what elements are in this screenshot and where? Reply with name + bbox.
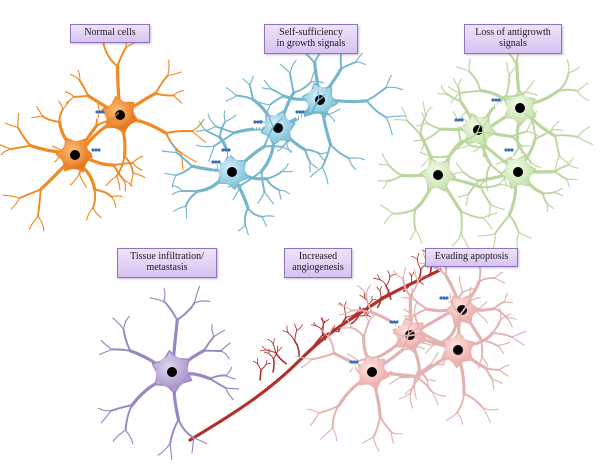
metastatic-cell-nucleus bbox=[167, 367, 177, 377]
apoptosis-cell-4-nucleus bbox=[367, 367, 377, 377]
label-loss-of-antigrowth: Loss of antigrowth signals bbox=[464, 24, 562, 54]
normal-cell-2 bbox=[0, 100, 144, 232]
normal-receptor-1 bbox=[91, 148, 101, 157]
growth-cell-3 bbox=[161, 110, 293, 236]
antigrowth-cell-3 bbox=[376, 101, 513, 249]
apoptosis-receptor-3 bbox=[349, 360, 359, 369]
apoptosis-cell-3 bbox=[388, 286, 527, 425]
apoptosis-cell-4 bbox=[295, 310, 447, 452]
growth-receptor-1 bbox=[295, 110, 305, 119]
growth-receptor-4 bbox=[221, 148, 231, 157]
normal-cell-1 bbox=[51, 25, 207, 191]
growth-cell-1 bbox=[258, 35, 406, 185]
growth-cell-3-nucleus bbox=[227, 167, 237, 177]
label-evading-apoptosis: Evading apoptosis bbox=[425, 248, 518, 267]
label-increased-angiogenesis: Increased angiogenesis bbox=[284, 248, 352, 278]
antigrowth-cell-4-nucleus bbox=[513, 167, 523, 177]
normal-cell-2-nucleus bbox=[70, 150, 80, 160]
normal-receptor-2 bbox=[95, 110, 105, 119]
antigrowth-receptor-1 bbox=[491, 98, 501, 107]
antigrowth-cell-3-nucleus bbox=[433, 170, 443, 180]
metastatic-cell bbox=[97, 285, 240, 461]
apoptosis-receptor-2 bbox=[439, 296, 449, 305]
growth-cell-2-nucleus bbox=[273, 123, 283, 133]
antigrowth-receptor-2 bbox=[454, 118, 464, 127]
growth-receptor-2 bbox=[253, 120, 263, 129]
growth-cell-2 bbox=[196, 59, 340, 205]
growth-receptor-3 bbox=[211, 160, 221, 169]
apoptosis-receptor-1 bbox=[389, 320, 399, 329]
label-tissue-infiltration: Tissue infiltration/ metastasis bbox=[117, 248, 217, 278]
antigrowth-cell-4 bbox=[452, 110, 579, 253]
antigrowth-receptor-3 bbox=[504, 148, 514, 157]
antigrowth-cell-1-nucleus bbox=[515, 103, 525, 113]
apoptosis-cell-3-nucleus bbox=[453, 345, 463, 355]
label-normal-cells: Normal cells bbox=[70, 24, 150, 43]
label-self-sufficiency: Self-sufficiency in growth signals bbox=[264, 24, 358, 54]
normal-cell-1-nucleus bbox=[115, 110, 125, 120]
